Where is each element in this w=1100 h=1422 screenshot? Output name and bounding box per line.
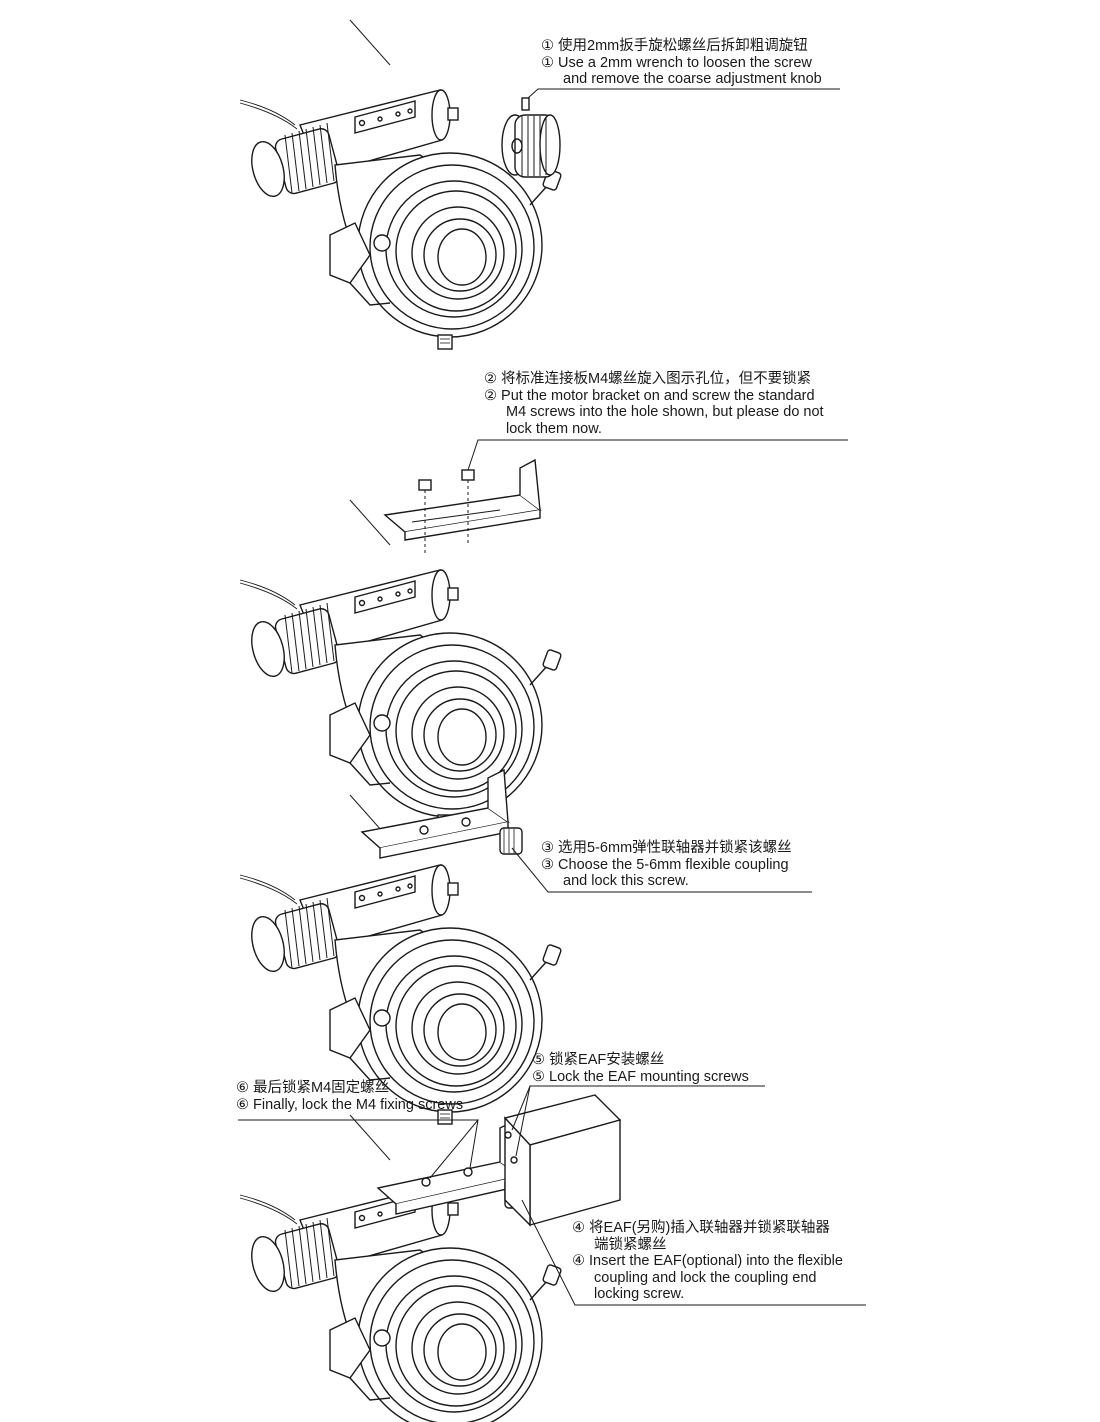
step-1-en-line-2: and remove the coarse adjustment knob [563,71,822,87]
figure-step-1 [239,19,840,350]
step-4-zh-line-1: ④ 将EAF(另购)插入联轴器并锁紧联轴器 [572,1220,830,1236]
removed-coarse-knob [501,114,561,178]
callout-step-3: ③ 选用5-6mm弹性联轴器并锁紧该螺丝 ③ Choose the 5-6mm … [541,840,792,890]
step-2-en-line-3: lock them now. [506,420,602,437]
step-1-en-line-1: ① Use a 2mm wrench to loosen the screw [541,54,812,71]
callout-step-2: ② 将标准连接板M4螺丝旋入图示孔位，但不要锁紧 ② Put the motor… [484,371,824,437]
step-3-zh: ③ 选用5-6mm弹性联轴器并锁紧该螺丝 [541,840,792,856]
callout-step-5: ⑤ 锁紧EAF安装螺丝 ⑤ Lock the EAF mounting scre… [532,1052,749,1085]
callout-step-4: ④ 将EAF(另购)插入联轴器并锁紧联轴器 端锁紧螺丝 ④ Insert the… [572,1220,843,1303]
eaf-motor [503,1094,622,1227]
step-1-zh: ① 使用2mm扳手旋松螺丝后拆卸粗调旋钮 [541,38,808,54]
step-3-en-line-2: and lock this screw. [563,873,689,889]
callout-step-6: ⑥ 最后锁紧M4固定螺丝 ⑥ Finally, lock the M4 fixi… [236,1080,463,1113]
step-2-en-line-1: ② Put the motor bracket on and screw the… [484,387,815,404]
step-4-zh-line-2: 端锁紧螺丝 [594,1236,667,1253]
callout-step-1: ① 使用2mm扳手旋松螺丝后拆卸粗调旋钮 ① Use a 2mm wrench … [541,38,822,88]
step-6-zh: ⑥ 最后锁紧M4固定螺丝 [236,1080,390,1096]
step-6-en-line-1: ⑥ Finally, lock the M4 fixing screws [236,1096,464,1113]
step-3-en-line-1: ③ Choose the 5-6mm flexible coupling [541,856,789,873]
step-2-en-line-2: M4 screws into the hole shown, but pleas… [506,404,824,420]
m4-screws [418,469,475,555]
step-5-zh: ⑤ 锁紧EAF安装螺丝 [532,1052,665,1068]
step-5-en-line-1: ⑤ Lock the EAF mounting screws [532,1068,749,1085]
figure-step-3 [239,768,812,1125]
figure-step-4 [238,1085,866,1422]
step-2-zh: ② 将标准连接板M4螺丝旋入图示孔位，但不要锁紧 [484,371,812,387]
figure-step-2 [239,439,848,830]
step-4-en-line-3: locking screw. [594,1286,685,1302]
step-4-en-line-2: coupling and lock the coupling end [594,1269,817,1286]
motor-bracket [383,458,542,541]
step-4-en-line-1: ④ Insert the EAF(optional) into the flex… [572,1253,843,1269]
